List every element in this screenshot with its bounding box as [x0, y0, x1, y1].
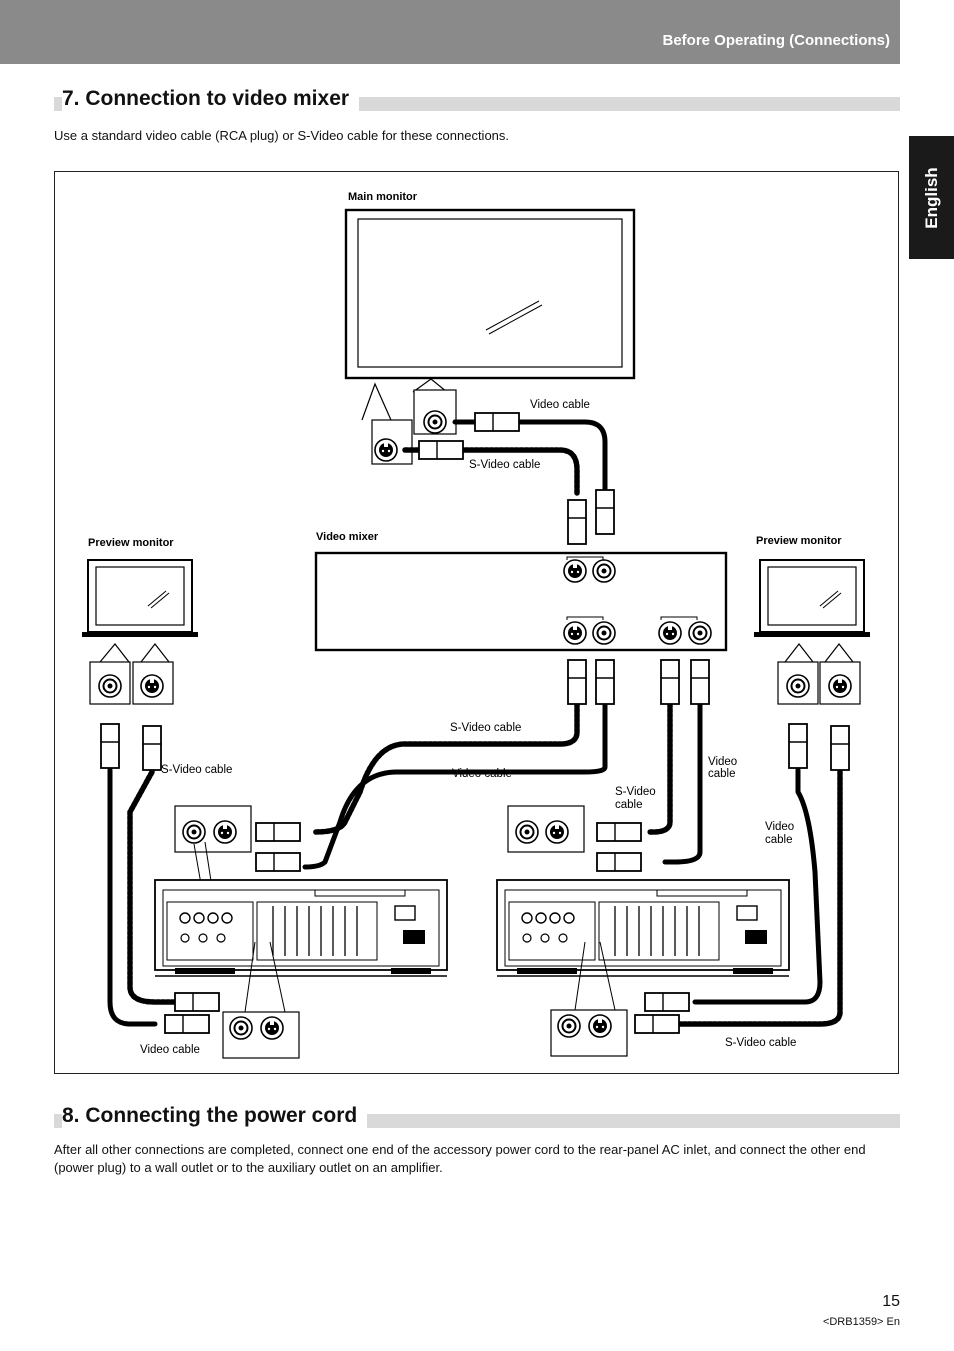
- plug-svideo-mixer-left: [567, 659, 587, 705]
- plug-svideo-preview-left: [142, 725, 162, 771]
- player-left-monitor-svideo-jack: [260, 1016, 284, 1040]
- label-svideo-cable-r-line2: cable: [615, 799, 643, 811]
- plug-video-preview-right-in: [644, 992, 690, 1012]
- plug-svideo-player-left-out: [255, 822, 301, 842]
- cable-video-main: [452, 419, 608, 493]
- plug-video-player-left-out: [255, 852, 301, 872]
- label-svideo-cable-bottom-right: S-Video cable: [725, 1037, 796, 1049]
- plug-svideo-mixer-top: [567, 499, 587, 545]
- document-code: <DRB1359> En: [822, 1316, 900, 1328]
- label-video-cable-bottom-left: Video cable: [140, 1044, 200, 1056]
- player-right-video-out-jack: [515, 820, 539, 844]
- cable-video-mixer-player-right: [662, 699, 703, 865]
- language-tab: English: [909, 136, 954, 259]
- connection-diagram: Main monitor Video cable S-Video cable V…: [54, 171, 899, 1074]
- player-left-svideo-out-jack: [213, 820, 237, 844]
- label-svideo-cable-mid: S-Video cable: [450, 722, 521, 734]
- player-unit-left: [154, 879, 448, 977]
- plug-svideo-preview-right: [830, 725, 850, 771]
- cable-video-preview-right: [692, 767, 823, 1005]
- plug-svideo-main-monitor: [418, 440, 464, 460]
- video-mixer: [314, 551, 728, 652]
- plug-svideo-preview-left-in: [174, 992, 220, 1012]
- page-number: 15: [882, 1293, 900, 1310]
- connection-diagram-svg: Main monitor Video cable S-Video cable V…: [81, 191, 871, 1059]
- section8-title: 8. Connecting the power cord: [62, 1103, 368, 1129]
- label-svideo-cable-left: S-Video cable: [161, 764, 232, 776]
- plug-video-mixer-left: [595, 659, 615, 705]
- preview-right-svideo-jack: [828, 674, 852, 698]
- label-video-cable-r2-line2: cable: [765, 834, 793, 846]
- video-mixer-label: Video mixer: [316, 531, 379, 543]
- preview-monitor-left: [81, 559, 199, 638]
- cable-video-preview-left: [107, 767, 158, 1027]
- header-section-title: Before Operating (Connections): [662, 32, 890, 49]
- plug-svideo-preview-right-in: [634, 1014, 680, 1034]
- plug-video-preview-left: [100, 723, 120, 769]
- player-right-monitor-svideo-jack: [588, 1014, 612, 1038]
- plug-video-mixer-right: [690, 659, 710, 705]
- player-unit-right: [496, 879, 790, 977]
- player-left-monitor-video-jack: [229, 1016, 253, 1040]
- section7-title: 7. Connection to video mixer: [62, 86, 360, 112]
- label-video-cable-r2-line1: Video: [765, 821, 794, 833]
- video-mixer-jacks: [563, 556, 712, 645]
- plug-video-preview-right: [788, 723, 808, 769]
- language-tab-label: English: [921, 166, 941, 229]
- plug-svideo-mixer-right: [660, 659, 680, 705]
- cable-svideo-mixer-player-left: [312, 701, 580, 835]
- section7-intro: Use a standard video cable (RCA plug) or…: [54, 128, 510, 143]
- player-right-monitor-video-jack: [557, 1014, 581, 1038]
- main-monitor-label: Main monitor: [348, 191, 418, 203]
- preview-monitor-right: [753, 559, 871, 638]
- plug-video-player-right-out: [596, 852, 642, 872]
- preview-left-svideo-jack: [140, 674, 164, 698]
- label-video-cable-r1-line1: Video: [708, 756, 737, 768]
- main-monitor-video-jack: [423, 410, 447, 434]
- label-svideo-cable-top: S-Video cable: [469, 459, 540, 471]
- cable-svideo-preview-right: [672, 769, 843, 1027]
- player-right-svideo-out-jack: [545, 820, 569, 844]
- label-video-cable-top: Video cable: [530, 399, 590, 411]
- cable-svideo-preview-left: [127, 769, 178, 1005]
- main-monitor: [344, 208, 636, 380]
- header-bar: Before Operating (Connections): [0, 0, 900, 64]
- label-svideo-cable-r-line1: S-Video: [615, 786, 656, 798]
- player-left-video-out-jack: [182, 820, 206, 844]
- plug-svideo-player-right-out: [596, 822, 642, 842]
- section8-body: After all other connections are complete…: [54, 1142, 866, 1175]
- cable-svideo-main: [402, 447, 580, 497]
- preview-right-video-jack: [786, 674, 810, 698]
- preview-monitor-right-label: Preview monitor: [756, 535, 842, 547]
- plug-video-mixer-top: [595, 489, 615, 535]
- preview-left-video-jack: [98, 674, 122, 698]
- label-video-cable-r1-line2: cable: [708, 768, 736, 780]
- plug-video-main-monitor: [474, 412, 520, 432]
- preview-monitor-left-label: Preview monitor: [88, 537, 174, 549]
- label-video-cable-mid: Video cable: [452, 768, 512, 780]
- cable-svideo-mixer-player-right: [647, 701, 673, 835]
- main-monitor-svideo-jack: [374, 438, 398, 462]
- plug-video-preview-left-in: [164, 1014, 210, 1034]
